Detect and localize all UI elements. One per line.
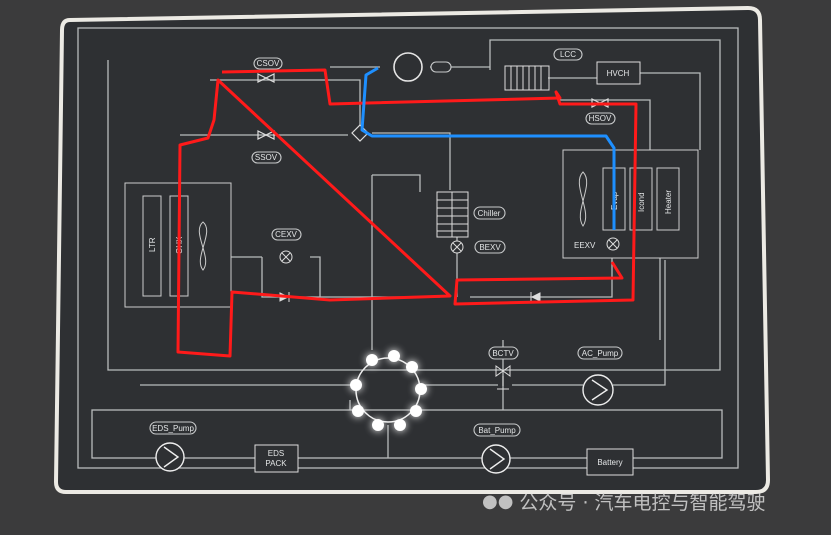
compressor-icon[interactable] xyxy=(393,52,423,82)
cexv-label: CEXV xyxy=(275,230,297,239)
chiller-label-pill xyxy=(473,206,506,220)
csov-label-pill xyxy=(253,57,283,70)
bat-pump-icon[interactable] xyxy=(481,444,511,474)
chiller-icon[interactable] xyxy=(436,191,469,238)
cexv-valve-icon[interactable] xyxy=(279,250,293,264)
inner-condenser[interactable] xyxy=(629,167,653,231)
bat-pump-label: Bat_Pump xyxy=(478,426,516,435)
heater-label: Heater xyxy=(664,190,673,214)
compressor-motor-icon xyxy=(430,61,452,73)
eds-pump-label: EDS_Pump xyxy=(152,424,194,433)
bexv-label: BEXV xyxy=(479,243,501,252)
eds-pack-box[interactable] xyxy=(254,444,299,473)
lcc-label-pill xyxy=(553,48,583,61)
bctv-valve-icon[interactable] xyxy=(495,365,511,390)
hvch-box[interactable] xyxy=(596,61,641,85)
bexv-label-pill xyxy=(474,240,506,254)
bctv-label: BCTV xyxy=(492,349,514,358)
screen-frame xyxy=(53,5,771,494)
battery-box[interactable] xyxy=(586,448,634,476)
hsov-label: HSOV xyxy=(589,114,612,123)
ltr-label: LTR xyxy=(148,237,157,252)
fan-icon xyxy=(198,221,208,271)
hvch-label: HVCH xyxy=(607,69,630,78)
lcc-label: LCC xyxy=(560,50,576,59)
bat-pump-label-pill xyxy=(473,423,521,437)
blower-fan-icon xyxy=(578,171,588,227)
eds-pump-icon[interactable] xyxy=(155,442,185,472)
check-valve-icon xyxy=(530,292,541,302)
ltr-radiator[interactable] xyxy=(142,195,162,297)
eexv-valve-icon[interactable] xyxy=(606,237,620,251)
ssov-label: SSOV xyxy=(255,153,278,162)
cold-refrigerant-path xyxy=(360,66,616,230)
csov-label: CSOV xyxy=(257,59,280,68)
ssov-label-pill xyxy=(251,151,282,164)
ac-pump-label: AC_Pump xyxy=(582,349,619,358)
csov-valve-icon[interactable] xyxy=(257,73,275,83)
chiller-label: Chiller xyxy=(478,209,501,218)
eexv-label: EEXV xyxy=(574,241,596,250)
eds-pack-label-line2: PACK xyxy=(265,459,287,468)
icond-label: Icond xyxy=(637,192,646,212)
battery-label: Battery xyxy=(597,458,622,467)
ptc-heater[interactable] xyxy=(656,167,680,231)
cexv-label-pill xyxy=(271,228,302,241)
watermark-text: 公众号 · 汽车电控与智能驾驶 xyxy=(519,492,766,514)
eds-pack-label-line1: EDS xyxy=(268,449,284,458)
ac-pump-icon[interactable] xyxy=(582,374,614,406)
watermark: ●● 公众号 · 汽车电控与智能驾驶 xyxy=(482,488,766,515)
multiway-valve-icon[interactable] xyxy=(350,350,427,431)
ac-pump-label-pill xyxy=(577,346,623,360)
eds-pump-label-pill xyxy=(149,421,197,435)
hot-refrigerant-path xyxy=(176,68,638,358)
hsov-label-pill xyxy=(585,112,616,125)
bctv-label-pill xyxy=(488,346,519,360)
lcc-heat-exchanger-icon[interactable] xyxy=(504,65,550,91)
wechat-icon: ●● xyxy=(482,491,514,512)
bexv-valve-icon[interactable] xyxy=(450,240,464,254)
